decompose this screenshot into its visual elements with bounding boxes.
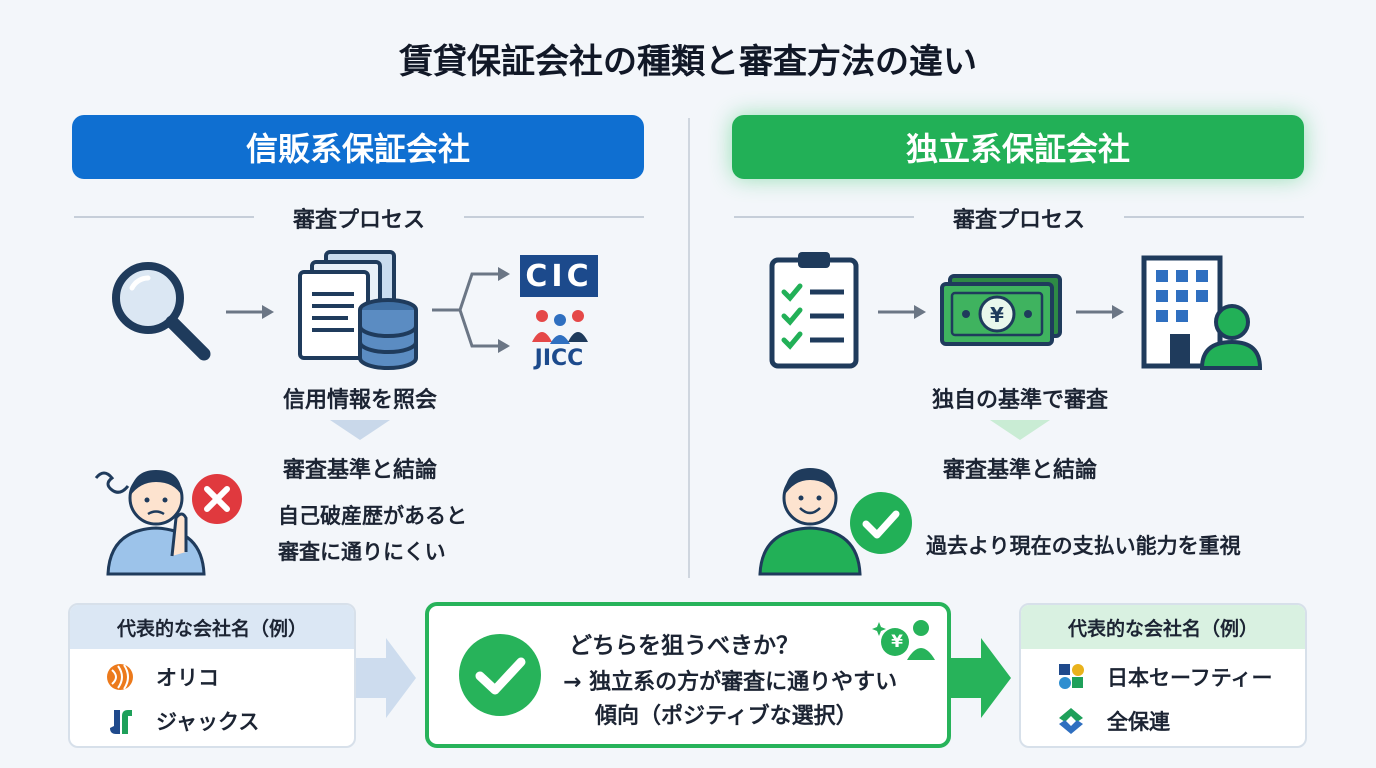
right-step-text: 独自の基準で審査 <box>931 388 1108 413</box>
worried-person-icon <box>94 470 206 576</box>
right-section-label: 審査プロセス <box>952 208 1085 233</box>
left-conclusion-line-1: 自己破産歴があると <box>278 504 467 528</box>
left-step-text: 信用情報を照会 <box>282 388 437 413</box>
company-name: 日本セーフティー <box>1107 666 1273 690</box>
right-big-arrow <box>951 638 1011 718</box>
x-mark-icon <box>192 474 242 524</box>
happy-person-icon <box>758 468 862 576</box>
company-orico: オリコ <box>70 655 354 699</box>
right-conclusion-line: 過去より現在の支払い能力を重視 <box>926 534 1241 558</box>
company-zenhoren: 全保連 <box>1021 699 1305 743</box>
right-examples-card: 代表的な会社名（例） 日本セーフティー 全保連 <box>1019 603 1307 748</box>
banknote-symbol: ¥ <box>990 303 1004 327</box>
zenhoren-logo-icon <box>1059 708 1083 734</box>
recommendation-question: どちらを狙うべきか？ <box>569 633 799 659</box>
arrow-icon <box>878 305 926 319</box>
check-mark-icon <box>850 492 912 554</box>
arrow-icon <box>1076 305 1124 319</box>
coin-symbol: ¥ <box>891 632 903 652</box>
jaccs-logo-icon <box>110 710 132 734</box>
arrow-icon <box>226 305 274 319</box>
recommendation-box: どちらを狙うべきか？ → 独立系の方が審査に通りやすい 傾向（ポジティブな選択）… <box>425 602 951 748</box>
left-examples-title: 代表的な会社名（例） <box>70 605 354 649</box>
jicc-logo: JICC <box>534 346 584 371</box>
right-section-line-right <box>1124 216 1304 218</box>
magnifier-icon <box>112 262 211 361</box>
banknote-icon <box>940 274 1062 346</box>
left-conclusion-title: 審査基準と結論 <box>282 458 437 483</box>
left-down-arrow <box>330 420 390 440</box>
orico-logo-icon <box>107 664 133 690</box>
right-down-arrow <box>990 420 1050 440</box>
right-header: 独立系保証会社 <box>732 115 1304 179</box>
company-name: オリコ <box>156 666 219 690</box>
fork-arrow-icon <box>432 267 510 353</box>
recommendation-answer-1: → 独立系の方が審査に通りやすい <box>563 670 898 695</box>
right-examples-title: 代表的な会社名（例） <box>1021 605 1305 649</box>
company-name: ジャックス <box>156 710 260 734</box>
check-circle-icon <box>459 634 541 716</box>
column-divider <box>688 118 690 578</box>
checklist-icon <box>769 252 859 369</box>
coin-person-icon <box>872 620 935 660</box>
left-examples-card: 代表的な会社名（例） オリコ ジャックス <box>68 603 356 748</box>
cic-logo: CIC <box>520 255 598 297</box>
building-person-icon <box>1141 255 1262 370</box>
nihon-safety-logo-icon <box>1059 664 1084 689</box>
left-section-line-right <box>464 216 644 218</box>
right-section-line-left <box>734 216 914 218</box>
left-conclusion-line-2: 審査に通りにくい <box>278 540 446 564</box>
page-title: 賃貸保証会社の種類と審査方法の違い <box>399 42 977 82</box>
left-section-line-left <box>74 216 254 218</box>
recommendation-answer-2: 傾向（ポジティブな選択） <box>595 704 858 729</box>
documents-database-icon <box>298 250 418 370</box>
right-conclusion-title: 審査基準と結論 <box>942 458 1097 483</box>
company-name: 全保連 <box>1107 710 1170 734</box>
left-header: 信販系保証会社 <box>72 115 644 179</box>
left-big-arrow <box>356 638 416 718</box>
company-jaccs: ジャックス <box>70 699 354 743</box>
left-section-label: 審査プロセス <box>292 208 425 233</box>
jicc-people-icon <box>532 310 588 344</box>
company-nihon-safety: 日本セーフティー <box>1021 655 1305 699</box>
